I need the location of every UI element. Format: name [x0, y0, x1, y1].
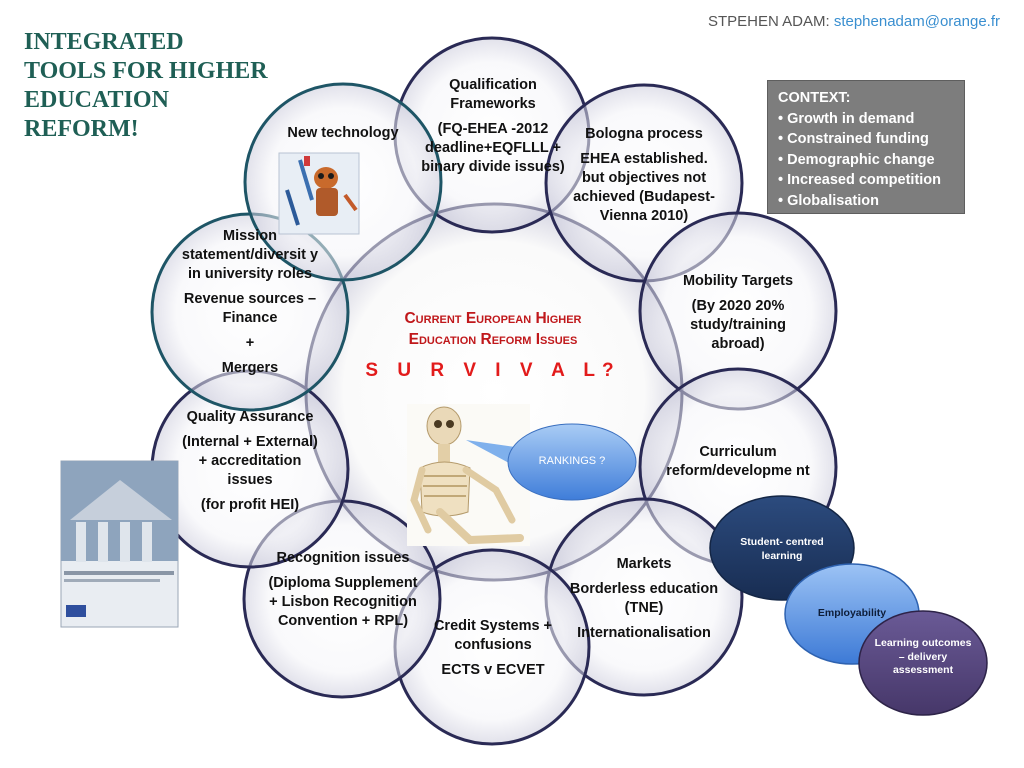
learning-outcomes-bubble [858, 610, 988, 716]
student-centred-label: Student- centred learning [740, 536, 824, 562]
quality-detail: (Internal + External) + accreditation is… [182, 434, 318, 488]
curriculum-title: Curriculum reform/developme nt [666, 444, 810, 479]
title-line: INTEGRATED [24, 29, 184, 55]
title-line: EDUCATION [24, 87, 169, 113]
context-item: Demographic change [778, 150, 954, 171]
learning-outcomes-label: Learning outcomes – delivery assessment [874, 637, 972, 676]
context-heading: CONTEXT: [778, 90, 851, 106]
survival-label: S U R V I V A L? [365, 360, 621, 381]
center-title: Current European Higher Education Reform… [360, 308, 626, 350]
markets-title: Markets [616, 556, 672, 572]
mobility-title: Mobility Targets [682, 273, 794, 289]
quality-profit: (for profit HEI) [200, 497, 300, 513]
context-box: CONTEXT: Growth in demand Constrained fu… [767, 80, 965, 214]
author-email-link[interactable]: stephenadam@orange.fr [833, 13, 1000, 30]
mission-plus: + [245, 335, 255, 351]
quality-title: Quality Assurance [186, 409, 314, 425]
technology-text: New technology [272, 124, 414, 149]
bologna-text: Bologna process EHEA established. but ob… [572, 125, 716, 232]
standards-booklet-image [60, 460, 179, 628]
mission-revenue: Revenue sources – Finance [183, 291, 317, 326]
title-line: TOOLS FOR HIGHER [24, 58, 268, 84]
mission-text: Mission statement/diversit y in universi… [178, 227, 322, 384]
mobility-text: Mobility Targets (By 2020 20% study/trai… [666, 272, 810, 360]
rankings-label: RANKINGS ? [538, 455, 606, 467]
mission-mergers: Mergers [221, 360, 279, 376]
author-name: STPEHEN ADAM: [707, 13, 830, 30]
title-line: REFORM! [24, 116, 139, 142]
context-item: Increased competition [778, 170, 954, 191]
context-item: Constrained funding [778, 129, 954, 150]
qualification-title: Qualification Frameworks [449, 77, 537, 112]
markets-text: Markets Borderless education (TNE) Inter… [568, 555, 720, 649]
author-credit: STPEHEN ADAM: stephenadam@orange.fr [708, 13, 1000, 30]
context-item: Globalisation [778, 191, 954, 212]
qualification-detail: (FQ-EHEA -2012 deadline+EQFLLL + binary … [421, 121, 565, 175]
recognition-text: Recognition issues (Diploma Supplement +… [268, 549, 418, 637]
context-list: Growth in demand Constrained funding Dem… [778, 109, 954, 212]
context-item: Growth in demand [778, 109, 954, 130]
recognition-detail: (Diploma Supplement + Lisbon Recognition… [268, 575, 418, 629]
bologna-detail: EHEA established. but objectives not ach… [573, 151, 715, 224]
markets-internationalisation: Internationalisation [577, 625, 711, 641]
credit-title: Credit Systems + confusions [433, 618, 553, 653]
employability-label: Employability [817, 607, 887, 619]
credit-text: Credit Systems + confusions ECTS v ECVET [420, 617, 566, 686]
mission-title: Mission statement/diversit y in universi… [181, 228, 319, 282]
bologna-title: Bologna process [585, 126, 703, 142]
technology-title: New technology [287, 125, 399, 141]
page-title: INTEGRATED TOOLS FOR HIGHER EDUCATION RE… [24, 28, 344, 144]
skeleton-image [407, 404, 530, 546]
credit-detail: ECTS v ECVET [441, 662, 545, 678]
mobility-detail: (By 2020 20% study/training abroad) [690, 298, 786, 352]
robot-image [278, 152, 360, 235]
center-title-line: Current European Higher [404, 310, 582, 327]
markets-detail: Borderless education (TNE) [569, 581, 719, 616]
center-title-line: Education Reform Issues [408, 331, 578, 348]
recognition-title: Recognition issues [276, 550, 410, 566]
curriculum-text: Curriculum reform/developme nt [666, 443, 810, 487]
quality-text: Quality Assurance (Internal + External) … [178, 408, 322, 521]
rankings-bubble [466, 423, 637, 501]
qualification-text: Qualification Frameworks (FQ-EHEA -2012 … [420, 76, 566, 183]
